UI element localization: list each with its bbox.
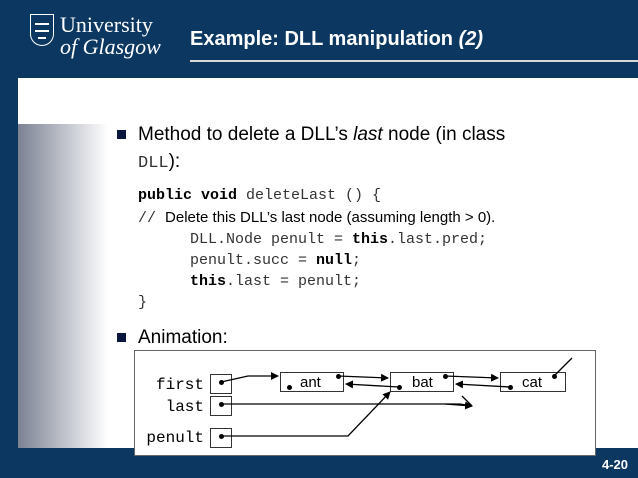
bullet-1-part1: Method to delete a DLL’s	[138, 124, 354, 145]
var-label-first: first	[155, 376, 204, 394]
logo-line1: University	[60, 12, 153, 37]
bullet-1-part2: node (in class	[382, 124, 506, 145]
logo-line2: of Glasgow	[60, 34, 161, 60]
code-line-1: public void deleteLast () {	[138, 187, 381, 204]
slide-header: University of Glasgow Example: DLL manip…	[0, 0, 638, 78]
bullet-1-end: ):	[168, 151, 181, 172]
bullet-2-text: Animation:	[138, 327, 228, 348]
code-text: ;	[352, 252, 362, 269]
slide-title: Example: DLL manipulation (2)	[190, 28, 483, 51]
university-logo: University of Glasgow	[30, 12, 180, 60]
logo-line2-text: of Glasgow	[60, 34, 161, 59]
code-text: .last.pred;	[388, 231, 488, 248]
bullet-1-line1: Method to delete a DLL’s last node (in c…	[138, 124, 505, 146]
pointer-dot	[552, 374, 557, 379]
var-label-last: last	[165, 398, 204, 416]
code-comment-prefix: //	[138, 210, 166, 227]
code-line-4: penult.succ = null;	[190, 252, 361, 269]
code-keyword: this	[352, 231, 389, 248]
square-bullet-icon	[117, 333, 126, 342]
code-line-3: DLL.Node penult = this.last.pred;	[190, 231, 487, 248]
bullet-1-italic: last	[353, 124, 383, 145]
pointer-dot	[508, 385, 513, 390]
pointer-dot	[219, 402, 224, 407]
node-bat	[390, 372, 454, 392]
code-text: .last = penult;	[226, 273, 362, 290]
code-text: DLL.Node penult =	[190, 231, 353, 248]
page-number: 4-20	[601, 457, 628, 472]
pointer-dot	[219, 380, 224, 385]
node-label-bat: bat	[412, 374, 433, 391]
code-keyword: this	[190, 273, 227, 290]
code-keyword: null	[316, 252, 353, 269]
title-main: Example: DLL manipulation	[190, 28, 459, 50]
code-comment: Delete this DLL’s last node (assuming le…	[165, 209, 496, 226]
code-line-5: this.last = penult;	[190, 273, 361, 290]
code-line-6: }	[138, 294, 148, 311]
pointer-dot	[287, 385, 292, 390]
bullet-1-line2: DLL):	[138, 151, 180, 173]
node-label-cat: cat	[522, 374, 543, 391]
var-label-penult: penult	[146, 429, 204, 447]
pointer-dot	[397, 385, 402, 390]
side-gradient	[18, 124, 108, 448]
code-keyword: public void	[138, 187, 238, 204]
pointer-dot	[219, 434, 224, 439]
bullet-1-code: DLL	[138, 154, 169, 173]
node-cat	[500, 372, 566, 392]
node-ant	[280, 372, 344, 392]
title-underline	[190, 60, 638, 62]
square-bullet-icon	[117, 130, 126, 139]
university-crest-icon	[30, 14, 54, 46]
title-italic: (2)	[458, 28, 484, 50]
pointer-dot	[336, 374, 341, 379]
code-text: penult.succ =	[190, 252, 317, 269]
code-text: deleteLast () {	[237, 187, 382, 204]
pointer-dot	[443, 374, 448, 379]
node-label-ant: ant	[300, 374, 321, 391]
code-line-2: // Delete this DLL’s last node (assuming…	[138, 209, 495, 227]
